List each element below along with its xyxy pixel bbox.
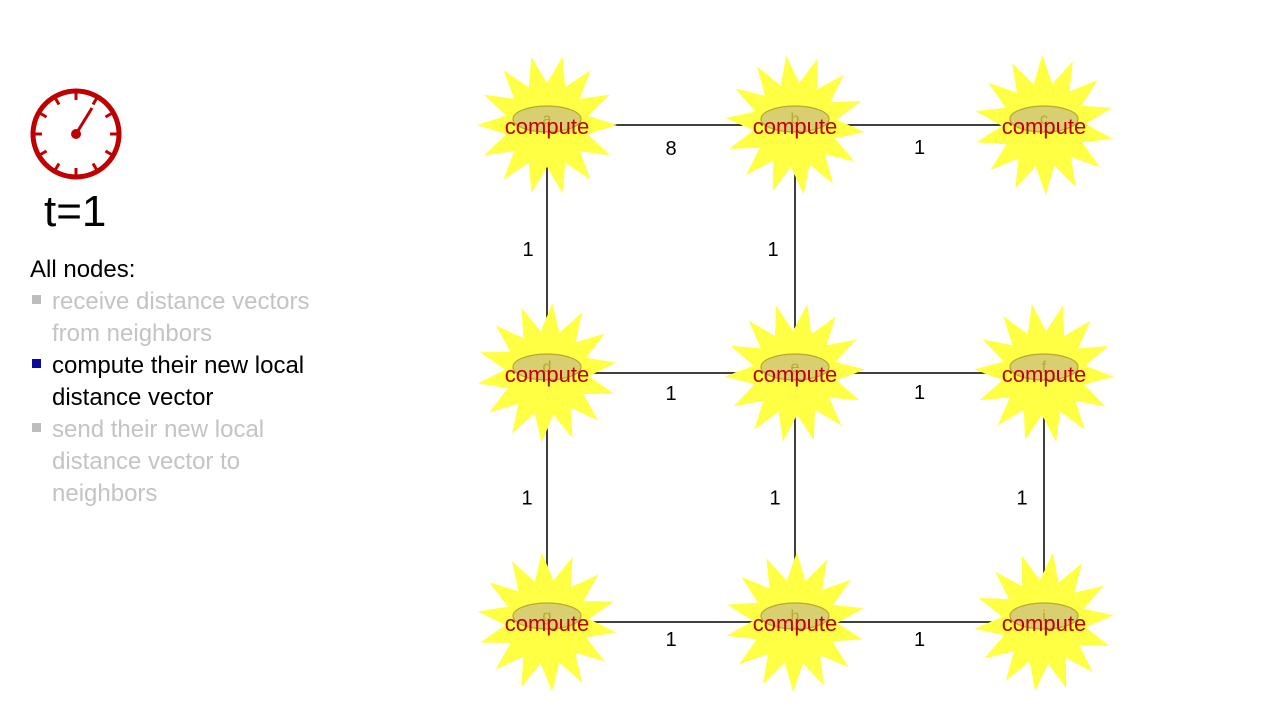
node-shape	[512, 105, 582, 133]
node-id-label: i	[1042, 608, 1046, 625]
node-id-label: d	[543, 359, 552, 376]
bullet-icon	[32, 295, 41, 304]
node-id-label: g	[543, 608, 552, 625]
node-action-label: compute	[505, 611, 589, 636]
node-action-label: compute	[753, 362, 837, 387]
timer-tick	[91, 97, 98, 106]
node-shape	[1009, 105, 1079, 133]
node-action-label: compute	[753, 611, 837, 636]
edge-weight-label: 1	[521, 488, 532, 510]
time-step-label: t=1	[44, 187, 107, 236]
algorithm-steps-list: receive distance vectors from neighbors …	[30, 286, 310, 510]
node-shape	[1009, 353, 1079, 381]
node-shape	[760, 105, 830, 133]
edge-weight-label: 1	[665, 383, 676, 405]
node-id-label: b	[791, 111, 800, 128]
edge-weight-label: 1	[769, 488, 780, 510]
node-id-label: f	[1042, 359, 1047, 376]
node-action-label: compute	[753, 114, 837, 139]
node-action-label: compute	[505, 362, 589, 387]
step-compute: compute their new local distance vector	[30, 350, 310, 414]
step-receive: receive distance vectors from neighbors	[30, 286, 310, 350]
node-shape	[512, 602, 582, 630]
node-action-label: compute	[505, 114, 589, 139]
edge-weight-label: 1	[1016, 488, 1027, 510]
timer-tick	[104, 112, 113, 119]
node-shape	[760, 353, 830, 381]
edge-weight-label: 1	[522, 239, 533, 261]
node-action-label: compute	[1002, 114, 1086, 139]
node-shape	[1009, 602, 1079, 630]
timer-tick	[91, 162, 98, 171]
step-send: send their new local distance vector to …	[30, 414, 310, 510]
node-id-label: c	[1040, 111, 1048, 128]
timer-tick	[39, 149, 48, 156]
steps-heading: All nodes:	[30, 256, 136, 283]
timer-tick	[39, 112, 48, 119]
node-action-label: compute	[1002, 611, 1086, 636]
edge-weight-label: 8	[665, 138, 676, 160]
node-shape	[512, 353, 582, 381]
timer-tick	[54, 162, 61, 171]
edge-weight-label: 1	[914, 629, 925, 651]
node-id-label: h	[791, 608, 800, 625]
timer-tick	[54, 97, 61, 106]
bullet-icon	[32, 359, 41, 368]
node-shape	[760, 602, 830, 630]
edge-weight-label: 1	[767, 239, 778, 261]
edge-weight-label: 1	[914, 382, 925, 404]
edge-weight-label: 1	[914, 137, 925, 159]
bullet-icon	[32, 423, 41, 432]
stopwatch-icon	[30, 88, 122, 180]
node-id-label: e	[791, 359, 800, 376]
node-id-label: a	[543, 111, 552, 128]
edge-weight-label: 1	[665, 629, 676, 651]
node-action-label: compute	[1002, 362, 1086, 387]
timer-tick	[104, 149, 113, 156]
